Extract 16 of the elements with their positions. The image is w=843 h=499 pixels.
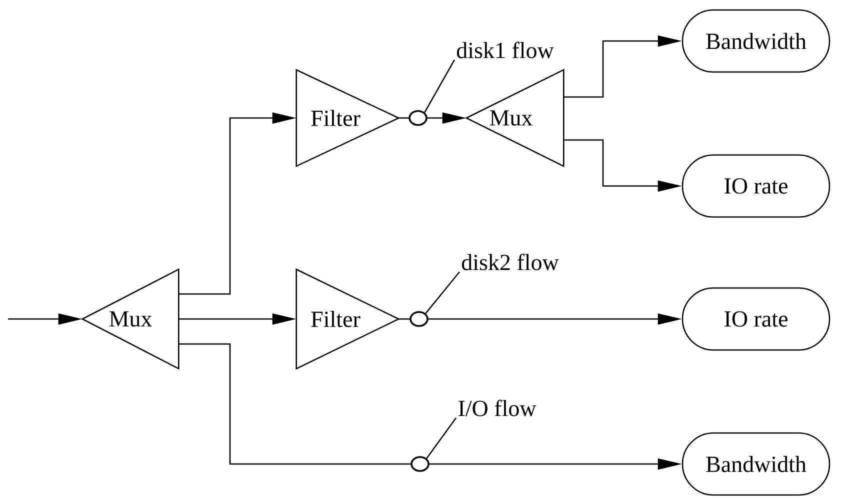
- leader-line: [424, 60, 456, 113]
- leader-line: [426, 417, 457, 459]
- probe-label: disk2 flow: [462, 254, 559, 270]
- probe-label: I/O flow: [458, 400, 536, 416]
- rounded-box: Bandwidth: [682, 432, 830, 496]
- probe-circle: [410, 456, 430, 472]
- rounded-box: IO rate: [682, 154, 830, 218]
- probe-circle: [408, 110, 428, 126]
- connector-line: [398, 318, 410, 320]
- rounded-box: IO rate: [682, 287, 830, 351]
- connector-line: [398, 117, 409, 119]
- probe-circle: [410, 311, 428, 327]
- rounded-box: Bandwidth: [682, 9, 830, 73]
- leader-line: [425, 271, 460, 314]
- connector-line: [178, 343, 411, 465]
- probe-label: disk1 flow: [456, 42, 554, 58]
